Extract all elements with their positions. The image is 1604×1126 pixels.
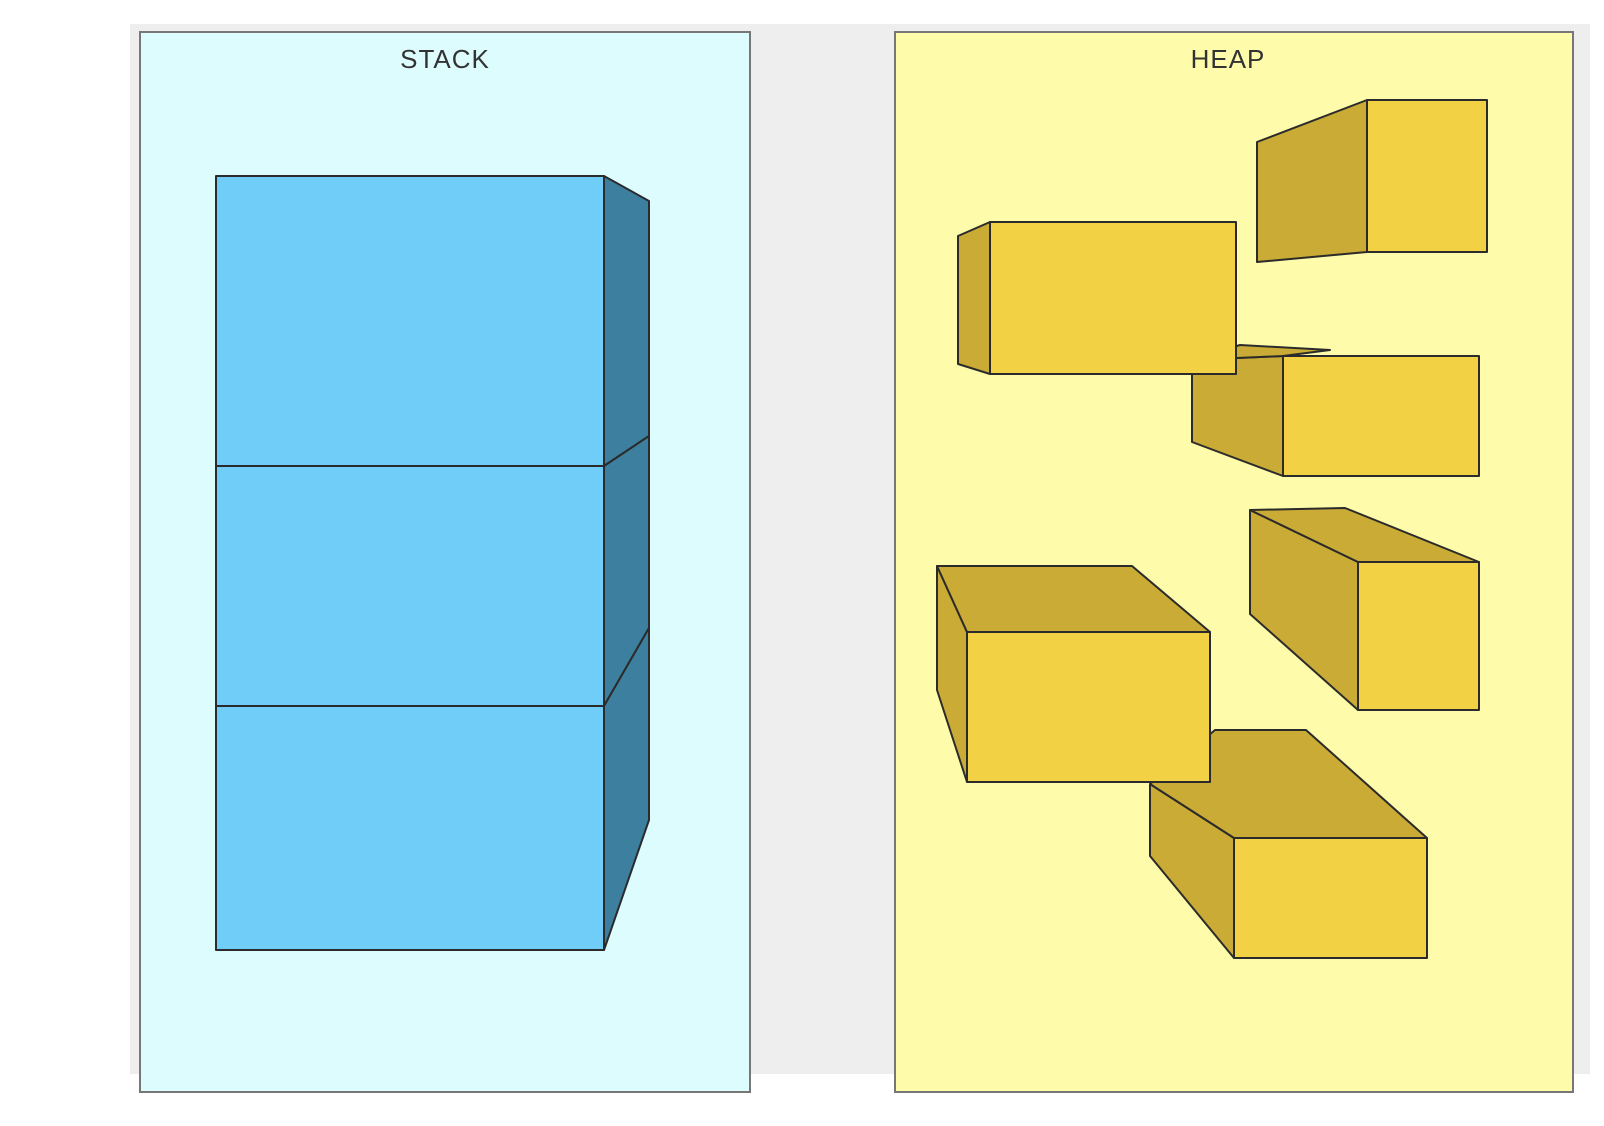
heap-panel-title: HEAP (1191, 44, 1266, 74)
stack-block-top-side (603, 175, 650, 467)
heap-block-1 (1256, 99, 1488, 263)
stack-block-bottom (215, 705, 605, 951)
heap-block-5 (936, 565, 1211, 783)
heap-block-4 (1249, 507, 1480, 711)
stack-panel: STACK (139, 31, 751, 1093)
heap-block-2 (957, 221, 1237, 375)
heap-panel: HEAP (894, 31, 1574, 1093)
stack-block-top (215, 175, 605, 467)
heap-block-3 (1191, 344, 1480, 477)
stack-panel-title: STACK (400, 44, 490, 74)
heap-block-6 (1149, 729, 1428, 959)
stack-block-middle (215, 465, 605, 707)
